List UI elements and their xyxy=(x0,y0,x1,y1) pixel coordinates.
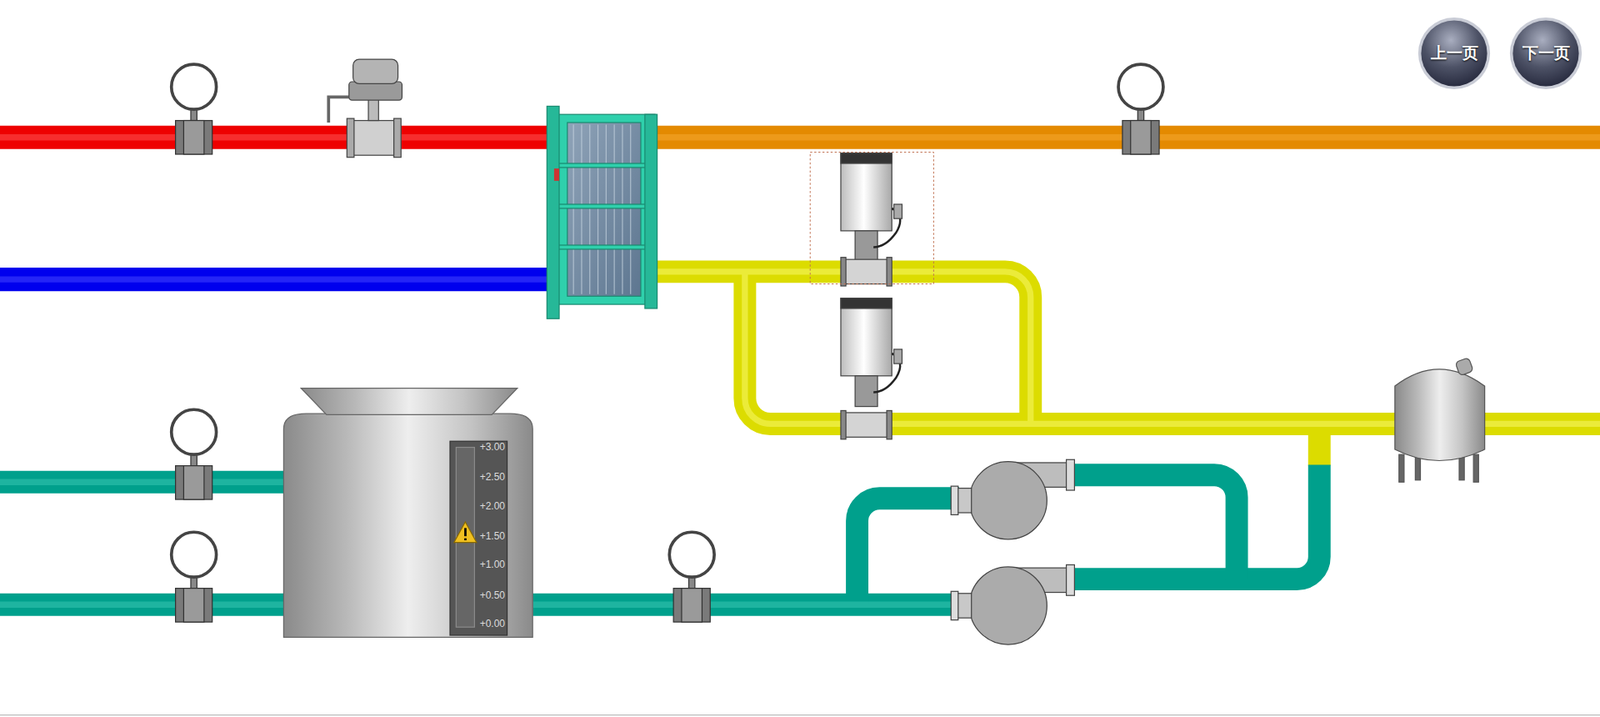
nav-button: 下一页 xyxy=(1509,16,1583,90)
nav-button: 上一页 xyxy=(1417,16,1491,90)
button-label: 下一页 xyxy=(1522,42,1570,65)
level-scale-mark: +1.50 xyxy=(480,530,505,541)
level-scale-mark: +2.50 xyxy=(480,471,505,482)
button-label: 上一页 xyxy=(1430,42,1479,65)
level-scale-mark: +1.00 xyxy=(480,559,505,570)
level-scale-mark: +0.00 xyxy=(480,618,505,629)
level-scale-mark: +3.00 xyxy=(480,441,505,452)
level-scale-mark: +0.50 xyxy=(480,590,505,600)
level-scale-mark: +2.00 xyxy=(480,500,505,511)
